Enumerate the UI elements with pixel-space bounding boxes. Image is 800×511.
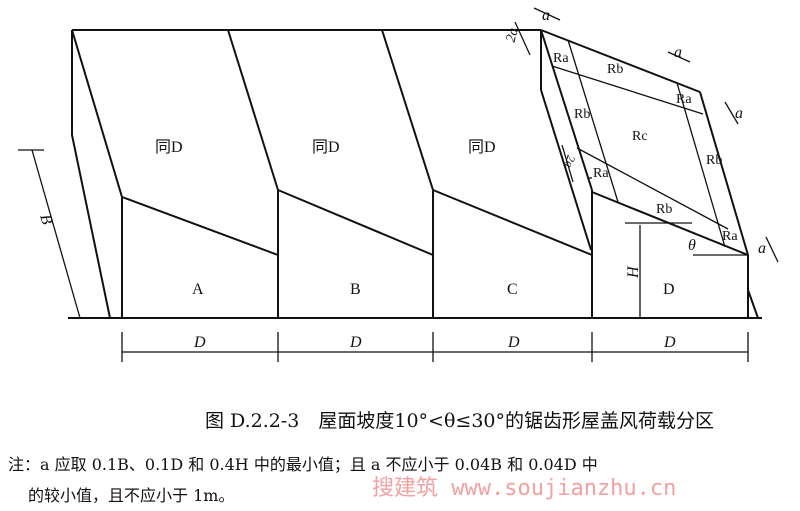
zone-ra-4: Ra [722,229,738,244]
zone-ra-2: Ra [676,92,692,107]
span-label-a: A [192,281,204,298]
note-line-2: 的较小值，且不应小于 1m。 [28,486,235,505]
zone-lines [18,7,779,362]
watermark: 搜建筑 www.soujianzhu.cn [372,476,677,501]
roof-label-1: 同D [155,139,183,156]
dim-d-1: D [193,334,206,351]
dim-2a-mid: 2a [562,154,579,169]
zone-rb-1: Rb [607,62,623,77]
dim-d-2: D [349,334,362,351]
zone-ra-3: Ra [593,166,609,181]
span-label-b: B [350,281,361,298]
labels: 同D 同D 同D A B C D D D D D B H θ Ra Rb Ra … [36,7,766,351]
dim-a-side: a [735,105,743,122]
zone-ra-1: Ra [553,51,569,66]
dim-h: H [625,265,642,279]
building-outline [68,29,762,319]
dim-a-bottom: a [758,240,766,257]
roof-label-3: 同D [468,139,496,156]
figure-caption: 图 D.2.2-3 屋面坡度10°<θ≤30°的锯齿形屋盖风荷载分区 [205,410,714,432]
dim-b: B [36,212,55,226]
dim-a-top: a [542,7,550,24]
dim-a-right: a [674,44,682,61]
dim-d-4: D [663,334,676,351]
note-line-1: 注：a 应取 0.1B、0.1D 和 0.4H 中的最小值；且 a 不应小于 0… [8,455,598,474]
roof-label-2: 同D [312,139,340,156]
dim-2a-top: 2a [504,26,522,43]
zone-rb-4: Rb [656,202,672,217]
zone-rb-2: Rb [574,107,590,122]
span-label-d: D [663,281,675,298]
diagram: 同D 同D 同D A B C D D D D D B H θ Ra Rb Ra … [18,7,779,362]
zone-rc: Rc [632,129,648,144]
angle-theta: θ [688,237,696,254]
zone-rb-3: Rb [706,153,722,168]
span-label-c: C [507,281,518,298]
dim-d-3: D [507,334,520,351]
